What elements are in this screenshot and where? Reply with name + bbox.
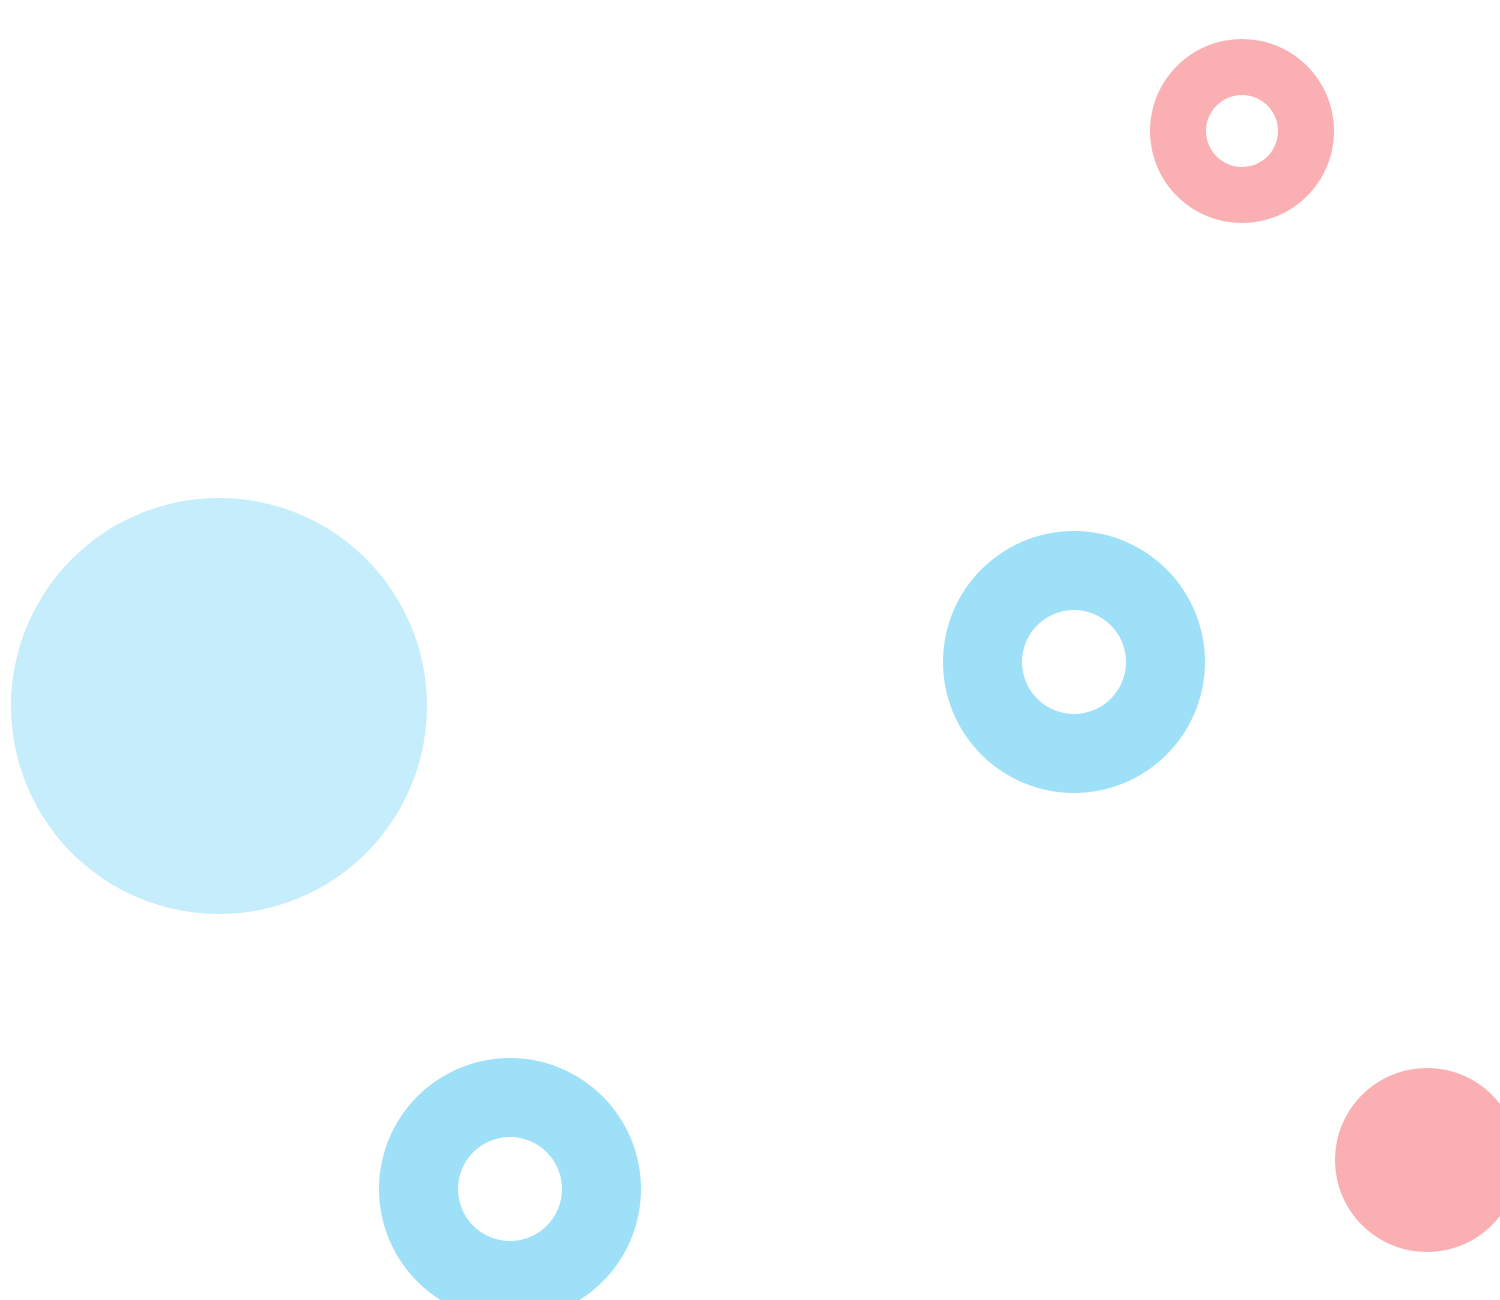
blue-ring-hole: [458, 1137, 562, 1241]
pink-disc-bottom-right: [1335, 1068, 1500, 1252]
pink-ring-hole: [1206, 95, 1278, 167]
light-blue-disc: [11, 498, 427, 914]
blue-ring-hole: [1022, 610, 1126, 714]
blue-ring-bottom: [379, 1058, 641, 1300]
light-blue-disc-left: [11, 498, 427, 914]
pink-disc: [1335, 1068, 1500, 1252]
blue-ring-center-right: [943, 531, 1205, 793]
pink-ring-top-right: [1150, 39, 1334, 223]
